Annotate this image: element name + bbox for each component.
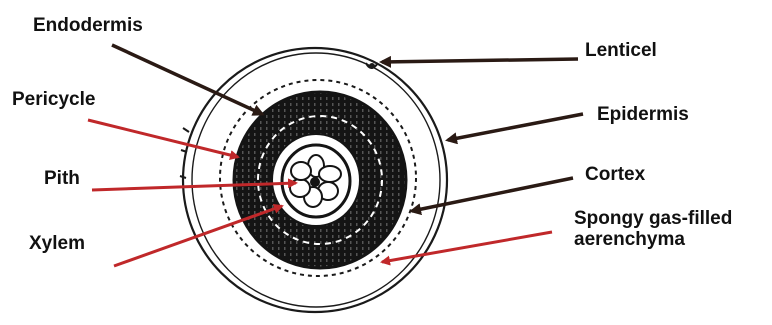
label-pith: Pith	[44, 168, 80, 190]
aerenchyma-arrow	[382, 232, 552, 262]
label-pericycle: Pericycle	[12, 89, 95, 111]
label-aerenchyma: Spongy gas-filled aerenchyma	[574, 208, 772, 250]
label-endodermis: Endodermis	[33, 15, 143, 37]
label-aerenchyma-line1: Spongy gas-filled	[574, 208, 772, 229]
label-cortex: Cortex	[585, 164, 645, 186]
pericycle-arrow	[88, 120, 238, 157]
label-aerenchyma-line2: aerenchyma	[574, 229, 772, 250]
lenticel-arrow	[382, 59, 578, 62]
label-xylem: Xylem	[29, 233, 85, 255]
epidermis-arrow	[448, 114, 583, 140]
label-epidermis: Epidermis	[597, 104, 689, 126]
cortex-arrow	[412, 178, 573, 211]
lenticel-mark-left-1	[180, 128, 189, 178]
label-lenticel: Lenticel	[585, 40, 657, 62]
